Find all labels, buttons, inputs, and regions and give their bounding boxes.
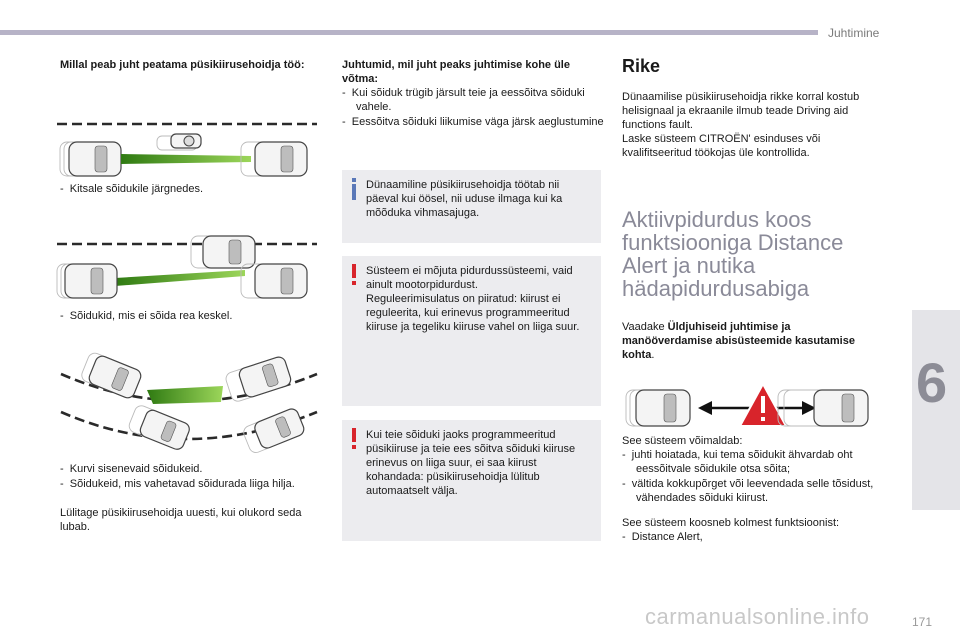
system-enables-item-2: - vältida kokkupõrget või leevendada sel… (622, 478, 874, 504)
curve-car-icon (128, 405, 190, 450)
col2-heading: Juhtumid, mil juht peaks juhtimise kohe … (342, 59, 570, 85)
section-title: Juhtimine (828, 26, 880, 40)
radar-beam (121, 154, 251, 164)
system-consists-item-1: - Distance Alert, (622, 531, 703, 543)
rike-text: Dünaamilise püsikiirusehoidja rikke korr… (622, 90, 862, 160)
warning-triangle-icon (738, 381, 788, 427)
system-enables-item-1: - juhti hoiatada, kui tema sõidukit ähva… (622, 449, 853, 475)
rike-title: Rike (622, 56, 661, 76)
col1-item-late-lane-change: - Sõidukeid, mis vahetavad sõidurada lii… (60, 478, 295, 490)
reference-link: Üldjuhiseid juhtimise ja manööverdamise … (622, 321, 855, 361)
warning-note-1: Süsteem ei mõjuta pidurdussüsteemi, vaid… (342, 256, 601, 406)
ego-car-icon (625, 389, 691, 427)
diagram-collision-warning (625, 381, 869, 427)
reference-prefix: Vaadake (622, 321, 668, 333)
warning-note-2: Kui teie sõiduki jaoks programmeeritud p… (342, 420, 601, 541)
info-note: Dünaamiline püsikiirusehoidja töötab nii… (342, 170, 601, 243)
warning-note-2-text: Kui teie sõiduki jaoks programmeeritud p… (366, 429, 576, 497)
warning-icon-dot (352, 281, 356, 285)
col1-heading: Millal peab juht peatama püsikiiruse­hoi… (60, 59, 305, 71)
oncoming-car-icon (225, 356, 292, 402)
warning-icon (352, 428, 356, 442)
col1-item-offset-vehicle: - Sõidukid, mis ei sõida rea keskel. (60, 310, 233, 322)
page-number: 171 (912, 615, 933, 629)
chapter-tab: 6 (912, 310, 960, 510)
col1-item-curve: - Kurvi sisenevaid sõidukeid. (60, 463, 203, 475)
diagram-narrow-vehicle (57, 122, 317, 177)
aktiiv-title: Aktiivpidurdus koos funktsiooniga Distan… (622, 207, 844, 301)
ego-car-icon (81, 352, 142, 399)
col2-item-hard-braking: - Eessõitva sõiduki liikumise väga järsk… (342, 116, 604, 128)
warning-icon-dot (352, 445, 356, 449)
diagram-offset-vehicle (56, 235, 317, 299)
system-consists-intro: See süsteem koosneb kolmest funktsioonis… (622, 517, 840, 529)
rike-text-b: Laske süsteem CITROËN' esinduses või kva… (622, 133, 821, 159)
col2-item-cut-in: - Kui sõiduk trügib järsult teie ja eess… (342, 87, 585, 113)
info-icon-bar (352, 184, 356, 200)
col1-item-narrow-vehicle: - Kitsale sõidukile järgnedes. (60, 183, 204, 195)
leading-car-icon (240, 263, 308, 299)
col1-footer: Lülitage püsikiirusehoidja uuesti, kui o… (60, 507, 302, 533)
ego-car-icon (56, 263, 118, 299)
rike-text-a: Dünaamilise püsikiirusehoidja rikke korr… (622, 91, 860, 131)
watermark: carmanualsonline.info (645, 604, 870, 629)
curve-car-icon (243, 408, 305, 453)
warning-note-1-text-b: Reguleerimisulatus on piiratud: kiirust … (366, 293, 580, 333)
offset-car-icon (190, 235, 256, 269)
radar-beam (147, 386, 223, 404)
leading-car-icon (777, 389, 869, 427)
radar-beam (115, 270, 245, 286)
system-enables-intro: See süsteem võimaldab: (622, 435, 743, 447)
diagram-curve (60, 352, 318, 453)
leading-car-icon (240, 141, 308, 177)
reference-text: Vaadake Üldjuhiseid juhtimise ja manööve… (622, 320, 862, 362)
motorcycle-icon (156, 133, 202, 151)
info-icon (352, 178, 356, 182)
warning-icon (352, 264, 356, 278)
header-bar (0, 30, 818, 35)
ego-car-icon (59, 141, 122, 177)
info-note-text: Dünaamiline püsikiirusehoidja töötab nii… (366, 179, 563, 219)
chapter-number: 6 (916, 351, 948, 414)
reference-suffix: . (651, 349, 655, 361)
warning-note-1-text-a: Süsteem ei mõjuta pidurdussüsteemi, vaid… (366, 265, 573, 291)
